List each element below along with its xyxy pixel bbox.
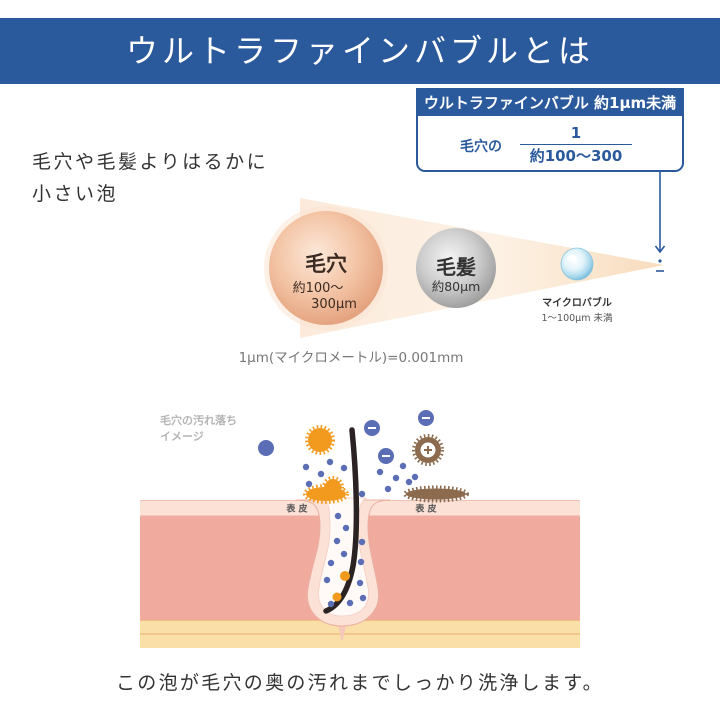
microbubble-circle: [560, 247, 594, 281]
fine-bubble: [327, 559, 335, 567]
fine-bubbles-pore: [323, 512, 367, 608]
minus-ion-bubble: [378, 448, 394, 464]
hair-name: 毛髪: [436, 255, 476, 279]
down-arrow-icon: [654, 245, 666, 254]
ratio-denominator: 約100〜300: [529, 147, 623, 165]
ratio-numerator: 1: [520, 122, 632, 145]
microbubble-name: マイクロバブル: [542, 296, 612, 309]
illustration-caption-line2: イメージ: [160, 430, 204, 443]
size-comparison: 毛穴 約100〜 300μm 毛髪 約80μm マイクロバブル 1〜100μm …: [264, 198, 664, 338]
intro-text: 毛穴や毛髪よりはるかに 小さい泡: [32, 146, 268, 210]
fine-bubble: [358, 490, 366, 498]
minus-ion-bubble: [418, 410, 434, 426]
fine-bubbles-surface: [302, 458, 419, 498]
fine-bubble: [305, 480, 313, 488]
fine-bubble: [317, 470, 325, 478]
fine-bubble: [392, 474, 400, 482]
pore-circle: [269, 211, 383, 325]
plus-icon: [424, 446, 432, 454]
callout-pointer: [654, 172, 666, 272]
fine-bubble: [411, 473, 419, 481]
fine-bubble: [302, 463, 310, 471]
microbubble-size: 1〜100μm 未満: [542, 312, 613, 324]
fine-bubble: [405, 478, 413, 486]
fine-bubble: [326, 458, 334, 466]
fine-bubble: [346, 599, 354, 607]
fine-bubble: [342, 524, 350, 532]
fine-bubble: [340, 464, 348, 472]
fine-bubble: [357, 558, 365, 566]
ultrafine-bubble-dot: [658, 259, 662, 263]
callout-body: 毛穴の 1 約100〜300: [418, 116, 682, 170]
skin-cross-section: 毛穴の汚れ落ち イメージ 表 皮 表 皮: [140, 410, 580, 648]
microbubble-highlight: [567, 255, 577, 261]
fine-bubble: [334, 512, 342, 520]
fine-bubble: [359, 594, 367, 602]
hair-circle: [416, 228, 496, 308]
pore-name: 毛穴: [305, 252, 347, 276]
dirt-particle-orange: [332, 592, 342, 602]
dirt-particle-orange: [325, 479, 341, 495]
dirt-particle-orange-edge: [322, 476, 344, 498]
footer-text: この泡が毛穴の奥の汚れまでしっかり洗浄します。: [115, 672, 604, 694]
large-bubble: [258, 440, 274, 456]
ratio-label: 毛穴の: [460, 139, 502, 155]
ratio-fraction: 1 約100〜300: [520, 122, 632, 167]
dirt-deposit-brown: [406, 488, 466, 500]
epidermis-label-left: 表 皮: [285, 503, 308, 515]
unit-note: 1μm(マイクロメートル)=0.001mm: [238, 350, 464, 366]
hair-strand: [323, 427, 360, 614]
dirt-deposit-brown-edge: [403, 485, 469, 503]
epidermis-label-right: 表 皮: [414, 503, 437, 515]
dirt-particle-orange: [340, 571, 350, 581]
callout-title: ウルトラファインバブル 約1μm未満: [418, 90, 682, 116]
fine-bubble: [356, 579, 364, 587]
hair-size: 約80μm: [432, 279, 481, 294]
fine-bubble: [327, 600, 335, 608]
illustration-caption-line1: 毛穴の汚れ落ち: [160, 413, 237, 427]
fine-bubble: [358, 538, 366, 546]
fine-bubble: [323, 576, 331, 584]
fine-bubble: [333, 537, 341, 545]
fine-bubble: [340, 550, 348, 558]
pore-size-line2: 300μm: [311, 297, 357, 312]
pore-size-line1: 約100〜: [293, 281, 344, 296]
intro-line-2: 小さい泡: [32, 183, 119, 205]
ufb-callout-box: ウルトラファインバブル 約1μm未満 毛穴の 1 約100〜300: [416, 88, 684, 172]
minus-ion-bubble: [364, 420, 380, 436]
fine-bubble: [376, 468, 384, 476]
fine-bubble: [399, 462, 407, 470]
dirt-particle-brown-edge: [412, 434, 444, 466]
page-title: ウルトラファインバブルとは: [0, 18, 720, 84]
intro-line-1: 毛穴や毛髪よりはるかに: [32, 151, 269, 173]
dirt-particle-orange-edge: [305, 425, 335, 455]
dermal-papilla: [338, 624, 346, 642]
dirt-particle-orange: [308, 428, 332, 452]
fine-bubble: [384, 485, 392, 493]
